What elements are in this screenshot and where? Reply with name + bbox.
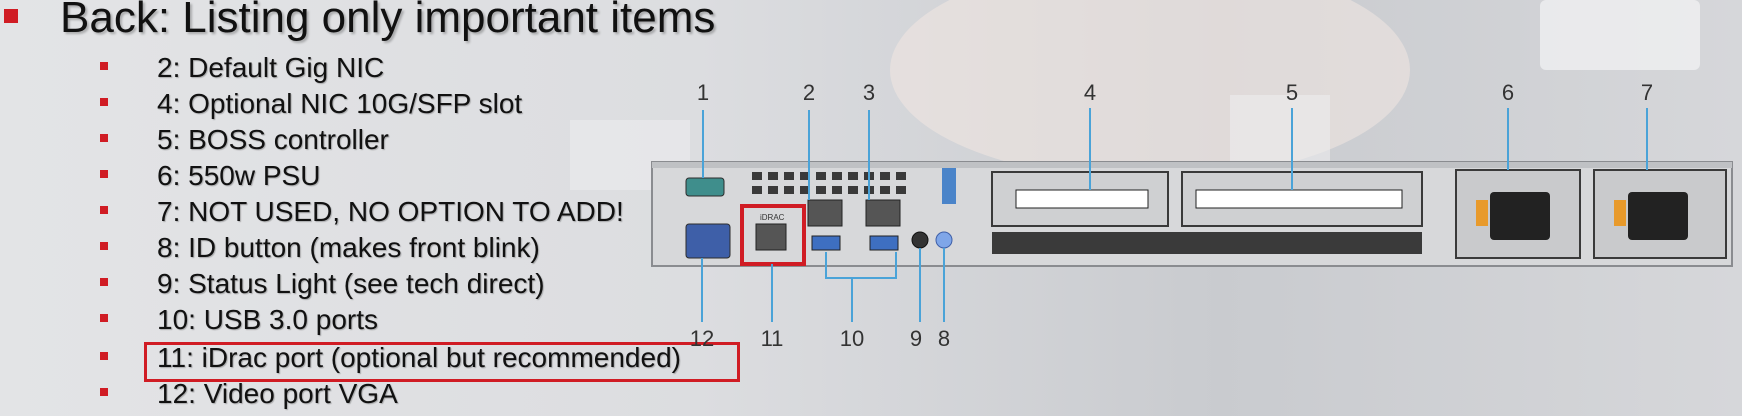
idrac-port bbox=[755, 223, 787, 251]
label-11: 11 bbox=[761, 326, 784, 351]
latch bbox=[942, 168, 956, 204]
heading-bullet bbox=[4, 9, 18, 23]
idrac-tag: iDRAC bbox=[760, 213, 785, 222]
status-light bbox=[911, 231, 929, 249]
item-bullet bbox=[100, 388, 108, 396]
item-text: 11: iDrac port (optional but recommended… bbox=[157, 342, 681, 373]
label-8: 8 bbox=[938, 326, 950, 351]
psu-2-socket bbox=[1628, 192, 1688, 240]
lower-vent bbox=[992, 232, 1422, 254]
id-button bbox=[935, 231, 953, 249]
usb-port-1 bbox=[811, 235, 841, 251]
usb-port-2 bbox=[869, 235, 899, 251]
item-text: 5: BOSS controller bbox=[157, 124, 389, 155]
item-text: 8: ID button (makes front blink) bbox=[157, 232, 540, 263]
label-7: 7 bbox=[1641, 80, 1653, 105]
item-bullet bbox=[100, 62, 108, 70]
item-bullet bbox=[100, 134, 108, 142]
vga-port bbox=[685, 223, 731, 259]
label-6: 6 bbox=[1502, 80, 1514, 105]
highlight-box-item bbox=[144, 342, 740, 382]
psu-1-socket bbox=[1490, 192, 1550, 240]
item-bullet bbox=[100, 352, 108, 360]
item-text: 9: Status Light (see tech direct) bbox=[157, 268, 545, 299]
nic-port-1 bbox=[807, 199, 843, 227]
item-bullet bbox=[100, 98, 108, 106]
slide-heading: Back: Listing only important items bbox=[60, 0, 716, 42]
serial-port bbox=[685, 177, 725, 197]
item-bullet bbox=[100, 314, 108, 322]
item-text: 12: Video port VGA bbox=[157, 378, 398, 409]
item-text: 2: Default Gig NIC bbox=[157, 52, 385, 83]
label-4: 4 bbox=[1084, 80, 1096, 105]
label-2: 2 bbox=[803, 80, 815, 105]
nic-port-2 bbox=[865, 199, 901, 227]
label-3: 3 bbox=[863, 80, 875, 105]
item-bullet bbox=[100, 242, 108, 250]
item-bullet bbox=[100, 278, 108, 286]
item-bullet bbox=[100, 206, 108, 214]
label-5: 5 bbox=[1286, 80, 1298, 105]
label-12: 12 bbox=[690, 326, 714, 351]
item-text: 10: USB 3.0 ports bbox=[157, 304, 379, 335]
item-text: 7: NOT USED, NO OPTION TO ADD! bbox=[157, 196, 624, 227]
item-bullet bbox=[100, 170, 108, 178]
label-9: 9 bbox=[910, 326, 922, 351]
item-text: 6: 550w PSU bbox=[157, 160, 321, 191]
label-1: 1 bbox=[697, 80, 709, 105]
label-10: 10 bbox=[840, 326, 864, 351]
item-text: 4: Optional NIC 10G/SFP slot bbox=[157, 88, 523, 119]
callout-lines bbox=[701, 108, 1648, 322]
